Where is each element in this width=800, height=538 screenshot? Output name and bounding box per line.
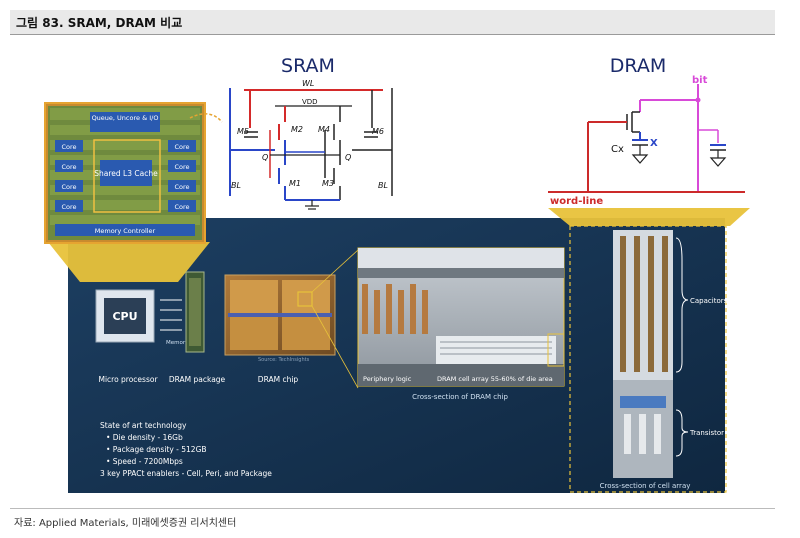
zoom-line-top [311, 249, 359, 293]
cpu-die-photo [44, 102, 206, 244]
bullet-die-density: • Die density - 16Gb [106, 433, 183, 442]
cell-array-cross-section [569, 225, 727, 493]
sram-circuit [229, 88, 393, 210]
enablers-text: 3 key PPACt enablers - Cell, Peri, and P… [100, 469, 272, 478]
dram-wordline-label: word-line [550, 196, 603, 207]
core-block-2 [55, 160, 83, 172]
bullet-package-density: • Package density - 512GB [106, 445, 207, 454]
cross-section-chip-label: Cross-section of DRAM chip [412, 393, 508, 401]
dram-package-label: DRAM package [169, 375, 226, 384]
sram-heading: SRAM [281, 55, 335, 77]
core-block-1 [55, 140, 83, 152]
memory-controller-label: Memory Controller [95, 227, 156, 235]
sram-vdd-label: VDD [302, 98, 318, 106]
core-label-8: Core [174, 203, 189, 211]
dram-chip [224, 274, 336, 356]
cpu-label: CPU [112, 310, 137, 323]
dram-chip-cross-section [357, 247, 565, 387]
core-block-6 [168, 160, 196, 172]
shared-cache-label: Shared L3 Cache [94, 169, 158, 178]
sram-q-label: Q [345, 153, 351, 162]
sram-m3-label: M3 [322, 179, 334, 188]
sram-wl-label: WL [302, 79, 314, 88]
transistor-label: Transistor [689, 429, 724, 437]
figure-title: 그림 83. SRAM, DRAM 비교 [16, 16, 183, 30]
dram-heading: DRAM [610, 55, 666, 77]
core-label-6: Core [174, 163, 189, 171]
state-title: State of art technology [100, 421, 187, 430]
core-label-1: Core [61, 143, 76, 151]
dram-x-label: X [650, 138, 658, 149]
core-block-3 [55, 180, 83, 192]
core-block-7 [168, 180, 196, 192]
chip-watermark: Source: TechInsights [258, 357, 310, 363]
core-label-4: Core [61, 203, 76, 211]
periphery-logic-label: Periphery logic [363, 375, 412, 383]
dram-cx-label: Cx [611, 144, 624, 155]
die-callout [48, 242, 210, 282]
sram-m2-label: M2 [291, 125, 303, 134]
micro-processor-label: Micro processor [98, 375, 158, 384]
core-block-4 [55, 200, 83, 212]
sram-m6-label: M6 [372, 127, 384, 136]
core-label-5: Core [174, 143, 189, 151]
cross-section-cell-label: Cross-section of cell array [600, 482, 691, 490]
memory-bus-label: Memory bus [166, 340, 200, 346]
queue-block [90, 112, 160, 132]
sram-bl-label: BL [378, 181, 388, 190]
core-label-3: Core [61, 183, 76, 191]
figure-source: 자료: Applied Materials, 미래에셋증권 리서치센터 [14, 518, 237, 529]
footer-divider [10, 508, 775, 509]
sram-qbar-label: Q [262, 153, 268, 162]
core-block-8 [168, 200, 196, 212]
dram-bit-label: bit [692, 75, 708, 86]
queue-label: Queue, Uncore & I/O [92, 114, 159, 122]
dram-package [185, 271, 205, 353]
zoom-line-bottom [311, 305, 359, 389]
memory-controller-block [55, 224, 195, 236]
die-to-sram-arrow [189, 113, 223, 123]
capacitor-brace [675, 237, 689, 373]
shared-cache-block [100, 160, 152, 186]
bullet-speed: • Speed - 7200Mbps [106, 457, 183, 466]
core-label-2: Core [61, 163, 76, 171]
dram-chip-label: DRAM chip [258, 375, 299, 384]
capacitors-label: Capacitors [690, 297, 728, 305]
sram-m5-label: M5 [237, 127, 249, 136]
figure-header: 그림 83. SRAM, DRAM 비교 [10, 10, 775, 35]
transistor-brace [675, 409, 689, 457]
sram-m4-label: M4 [318, 125, 330, 134]
dram-circuit [548, 84, 745, 193]
core-block-5 [168, 140, 196, 152]
core-label-7: Core [174, 183, 189, 191]
l3-cache-outline [93, 139, 161, 213]
dram-cell-array-label: DRAM cell array 55-60% of die area [437, 375, 553, 383]
dram-callout [548, 208, 750, 226]
cpu-chip [95, 289, 155, 343]
sram-m1-label: M1 [289, 179, 301, 188]
sram-blbar-label: BL [231, 181, 241, 190]
memory-bus-arrows [160, 299, 182, 331]
